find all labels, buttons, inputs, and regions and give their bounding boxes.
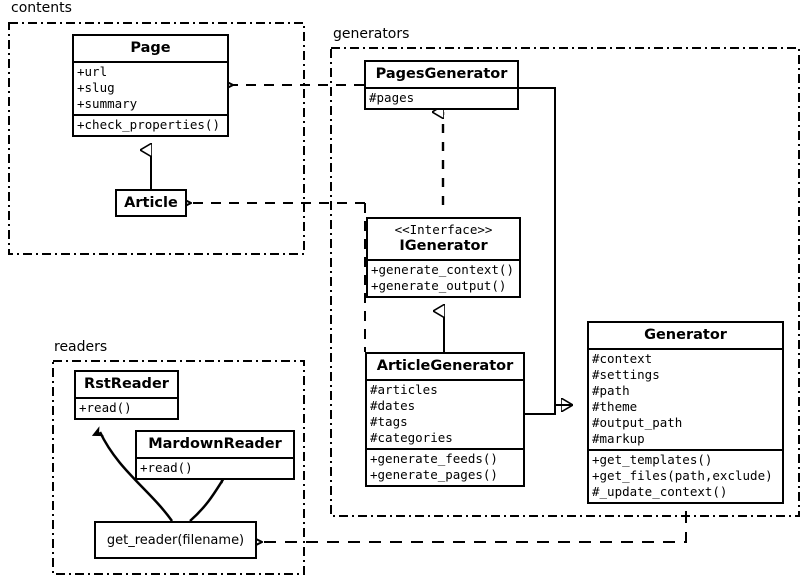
operation-row: +read() — [79, 400, 132, 415]
function-label-get-reader: get_reader(filename) — [106, 532, 245, 548]
operation-row: +get_files(path,exclude) — [592, 468, 773, 483]
package-label-readers: readers — [51, 339, 111, 355]
attribute-row: #pages — [369, 90, 415, 105]
rel-pagesgenerator-to-generator — [519, 87, 572, 405]
class-name-igenerator: IGenerator — [399, 238, 488, 254]
class-attributes-generator: #context #settings #path #theme #output_… — [589, 348, 782, 449]
attribute-row: #markup — [592, 431, 645, 446]
operation-row: #_update_context() — [592, 484, 728, 499]
class-box-rstreader[interactable]: RstReader +read() — [74, 370, 179, 420]
class-name-mardownreader: MardownReader — [148, 436, 282, 452]
attribute-row: #path — [592, 383, 630, 398]
attribute-row: #context — [592, 351, 653, 366]
operation-row: +generate_context() — [371, 262, 514, 277]
attribute-row: #theme — [592, 399, 638, 414]
class-box-generator[interactable]: Generator #context #settings #path #them… — [587, 321, 784, 504]
class-operations-rstreader: +read() — [76, 397, 177, 418]
class-name-article: Article — [124, 194, 178, 211]
class-name-articlegenerator: ArticleGenerator — [376, 358, 514, 374]
attribute-row: #dates — [370, 398, 416, 413]
operation-row: +generate_output() — [371, 278, 507, 293]
package-label-generators: generators — [330, 26, 413, 42]
class-box-mardownreader[interactable]: MardownReader +read() — [135, 430, 295, 480]
attribute-row: +url — [77, 64, 108, 79]
class-operations-igenerator: +generate_context() +generate_output() — [368, 259, 519, 296]
rel-getreader-to-mardownreader — [189, 473, 229, 522]
operation-row: +generate_pages() — [370, 467, 498, 482]
class-name-rstreader: RstReader — [84, 376, 169, 392]
attribute-row: +slug — [77, 80, 115, 95]
operation-row: +check_properties() — [77, 117, 220, 132]
class-name-page: Page — [130, 40, 171, 56]
class-operations-articlegenerator: +generate_feeds() +generate_pages() — [367, 448, 523, 485]
class-box-articlegenerator[interactable]: ArticleGenerator #articles #dates #tags … — [365, 352, 525, 487]
attribute-row: +summary — [77, 96, 138, 111]
rel-articlegenerator-to-generator — [525, 404, 572, 415]
class-operations-page: +check_properties() — [74, 114, 227, 135]
class-operations-mardownreader: +read() — [137, 457, 293, 478]
class-box-igenerator[interactable]: <<Interface>> IGenerator +generate_conte… — [366, 217, 521, 298]
class-name-pagesgenerator: PagesGenerator — [375, 66, 508, 82]
function-box-get-reader[interactable]: get_reader(filename) — [94, 521, 257, 559]
class-attributes-page: +url +slug +summary — [74, 61, 227, 114]
attribute-row: #articles — [370, 382, 438, 397]
rel-generator-to-getreader — [262, 511, 687, 542]
attribute-row: #tags — [370, 414, 408, 429]
attribute-row: #settings — [592, 367, 660, 382]
class-operations-generator: +get_templates() +get_files(path,exclude… — [589, 449, 782, 502]
class-box-pagesgenerator[interactable]: PagesGenerator #pages — [364, 60, 519, 110]
attribute-row: #output_path — [592, 415, 683, 430]
class-box-article[interactable]: Article — [115, 189, 187, 217]
operation-row: +generate_feeds() — [370, 451, 498, 466]
class-attributes-articlegenerator: #articles #dates #tags #categories — [367, 379, 523, 448]
class-box-page[interactable]: Page +url +slug +summary +check_properti… — [72, 34, 229, 137]
operation-row: +get_templates() — [592, 452, 713, 467]
class-stereotype-igenerator: <<Interface>> — [394, 222, 493, 237]
operation-row: +read() — [140, 460, 193, 475]
attribute-row: #categories — [370, 430, 453, 445]
package-label-contents: contents — [8, 0, 75, 16]
class-name-generator: Generator — [644, 327, 727, 343]
class-attributes-pagesgenerator: #pages — [366, 87, 517, 108]
